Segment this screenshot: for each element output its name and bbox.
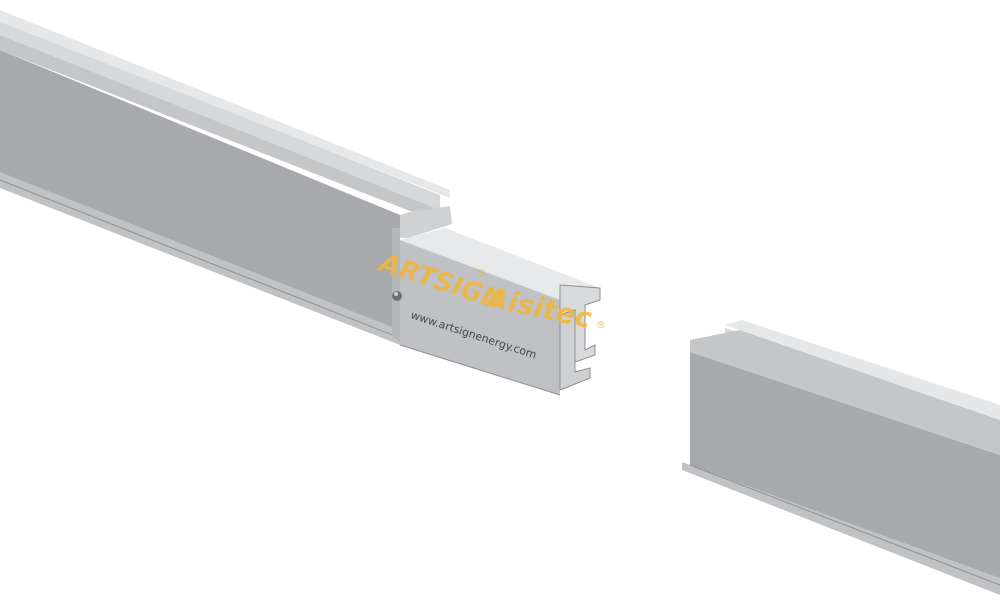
left-rail-end-face [400,206,452,238]
connector-sleeve [392,228,601,396]
connector-top-face [400,228,600,300]
right-rail-bottom-lip [682,462,1000,595]
watermark-registered-right: ® [596,320,606,331]
left-rail-face [0,50,400,342]
right-rail [682,320,1000,595]
left-rail-top-flange [0,20,440,210]
watermark-registered-left: ® [476,268,486,279]
left-rail [0,10,452,345]
right-rail-face [690,352,1000,585]
